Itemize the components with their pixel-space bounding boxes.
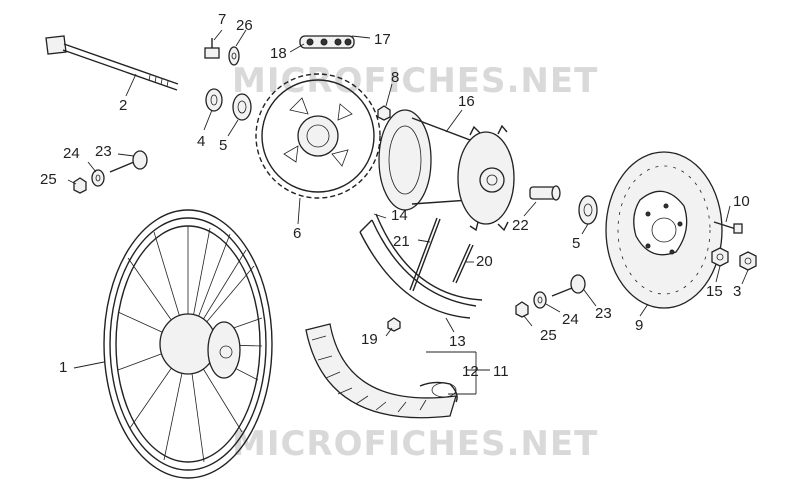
callout-3: 3 (733, 283, 741, 300)
callout-5a: 5 (219, 137, 227, 154)
callout-1: 1 (59, 359, 67, 376)
callout-19: 19 (361, 331, 378, 348)
callout-20: 20 (476, 253, 493, 270)
sprocket-carrier-part[interactable] (378, 109, 515, 232)
callout-6: 6 (293, 225, 301, 242)
callout-16: 16 (458, 93, 475, 110)
callout-21: 21 (393, 233, 410, 250)
inner-tube-part[interactable] (419, 381, 458, 403)
watermark-top: MICROFICHES.NET (232, 61, 598, 101)
callout-25a: 25 (40, 171, 57, 188)
valve-nut-part[interactable] (387, 317, 401, 332)
callout-14: 14 (391, 207, 408, 224)
bushing-part[interactable] (529, 185, 561, 201)
washer-part[interactable] (228, 46, 240, 66)
callout-24a: 24 (63, 145, 80, 162)
rim-protector-part[interactable] (375, 213, 483, 301)
callout-15: 15 (706, 283, 723, 300)
disc-washer-part[interactable] (711, 247, 729, 267)
callout-22: 22 (512, 217, 529, 234)
adjuster-washer-left[interactable] (91, 169, 105, 187)
adjuster-washer-right[interactable] (533, 291, 547, 309)
wheel-rim-part[interactable] (103, 209, 273, 479)
callout-11: 11 (493, 363, 509, 380)
pin-part-21[interactable] (409, 217, 441, 292)
brake-disc-part[interactable] (605, 151, 723, 309)
spacer-part[interactable] (205, 88, 223, 112)
callout-17: 17 (374, 31, 391, 48)
watermark-bottom: MICROFICHES.NET (232, 424, 598, 464)
tire-part[interactable] (305, 323, 457, 419)
adjuster-nut-right[interactable] (515, 301, 529, 318)
disc-bolt-part[interactable] (713, 221, 743, 234)
callout-9: 9 (635, 317, 643, 334)
chain-adjuster-bolt-right[interactable] (551, 274, 586, 297)
callout-8: 8 (391, 69, 399, 86)
pin-part-20[interactable] (452, 243, 474, 284)
bearing-part-left[interactable] (232, 93, 252, 121)
chain-adjuster-bolt-left[interactable] (109, 150, 148, 173)
callout-24b: 24 (562, 311, 579, 328)
callout-25b: 25 (540, 327, 557, 344)
disc-nut-part[interactable] (739, 251, 757, 271)
bearing-part-right[interactable] (578, 195, 598, 225)
leader-lines (67, 29, 749, 395)
callout-10: 10 (733, 193, 750, 210)
sprocket-bolt-part[interactable] (204, 38, 220, 59)
callout-23a: 23 (95, 143, 112, 160)
callout-23b: 23 (595, 305, 612, 322)
nut-part-8[interactable] (377, 105, 391, 121)
callout-4: 4 (197, 133, 205, 150)
callout-7: 7 (218, 11, 226, 28)
callout-13: 13 (449, 333, 466, 350)
rear-sprocket-part[interactable] (255, 73, 381, 199)
callout-5b: 5 (572, 235, 580, 252)
chain-link-part[interactable] (299, 35, 355, 49)
callout-2: 2 (119, 97, 127, 114)
adjuster-nut-left[interactable] (73, 177, 87, 194)
rim-band-part[interactable] (359, 219, 477, 319)
callout-26: 26 (236, 17, 253, 34)
axle-part[interactable] (45, 35, 179, 91)
callout-12: 12 (462, 363, 479, 380)
callout-18: 18 (270, 45, 287, 62)
